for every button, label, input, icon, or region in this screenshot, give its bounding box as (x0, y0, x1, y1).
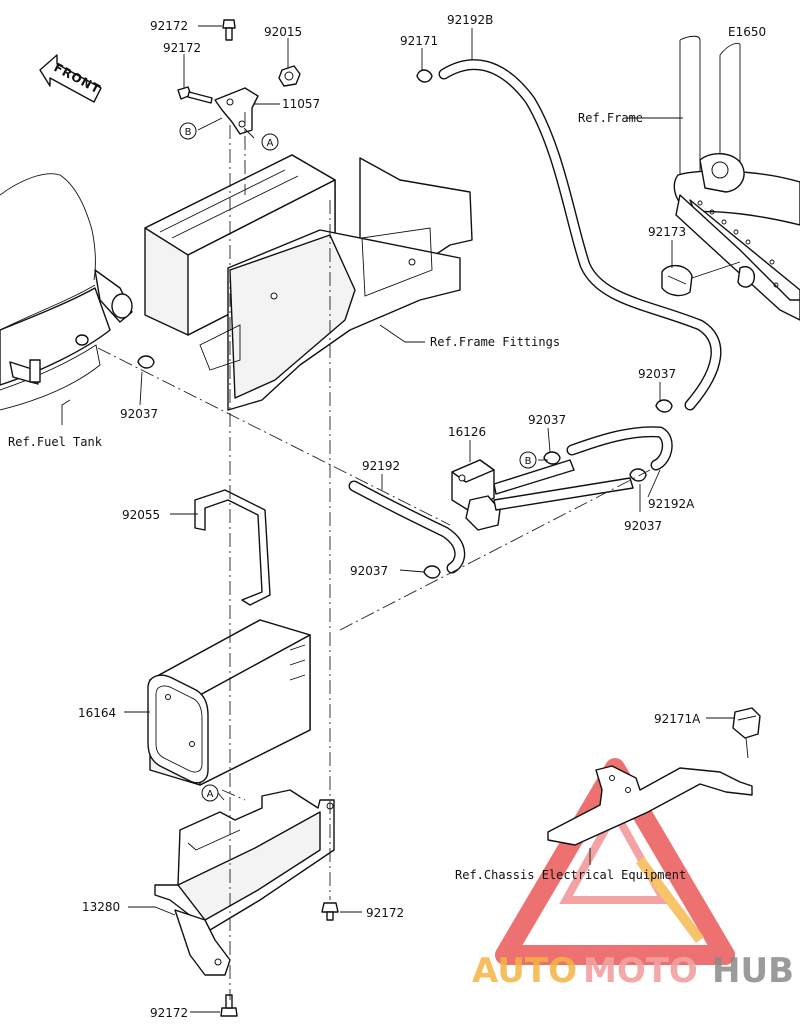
diagram-code: E1650 (728, 25, 766, 39)
part-label-92171: 92171 (400, 34, 438, 48)
leader-lines (61, 25, 735, 1013)
part-label-92172-lower: 92172 (366, 906, 404, 920)
marker-a-top: A (261, 133, 279, 151)
part-label-92192b: 92192B (447, 13, 493, 27)
frame-drawing (673, 35, 800, 321)
marker-b-top: B (179, 122, 197, 140)
hose-92192b-drawing (438, 59, 722, 411)
solenoid-valve-16126-drawing (451, 459, 634, 531)
part-label-92171a: 92171A (654, 712, 701, 726)
part-label-92172-bottom: 92172 (150, 1006, 188, 1020)
part-label-92172-b: 92172 (163, 41, 201, 55)
part-label-92173: 92173 (648, 225, 686, 239)
part-label-92037-mid: 92037 (528, 413, 566, 427)
part-label-92192: 92192 (362, 459, 400, 473)
part-label-92015: 92015 (264, 25, 302, 39)
part-label-92055: 92055 (122, 508, 160, 522)
hose-92192a-drawing (566, 426, 673, 471)
part-label-92037-low: 92037 (350, 564, 388, 578)
chassis-electrical-bracket-drawing (547, 707, 761, 846)
svg-text:A: A (207, 789, 214, 800)
hose-92192-drawing (348, 480, 466, 574)
part-label-92172-top: 92172 (150, 19, 188, 33)
part-label-92037-right-top: 92037 (638, 367, 676, 381)
ref-chassis-electrical-label: Ref.Chassis Electrical Equipment (455, 868, 686, 882)
svg-text:A: A (267, 138, 274, 149)
part-label-92037-right-low: 92037 (624, 519, 662, 533)
marker-b-valve: B (519, 451, 537, 469)
fuel-tank-drawing (0, 173, 133, 411)
part-label-13280: 13280 (82, 900, 120, 914)
frame-fittings-case-drawing (144, 154, 473, 411)
ref-fuel-tank-label: Ref.Fuel Tank (8, 435, 103, 449)
front-arrow-icon: FRONT (39, 54, 103, 103)
automotohub-logo-text: AUTO MOTO HUB (472, 951, 794, 991)
clip-92173-drawing (661, 261, 741, 297)
bracket-11057-drawing (177, 19, 301, 135)
part-label-92037-left: 92037 (120, 407, 158, 421)
logo-hub: HUB (712, 951, 794, 991)
logo-moto: MOTO (583, 951, 698, 991)
svg-text:B: B (525, 456, 532, 467)
bracket-13280-drawing (154, 789, 335, 976)
part-label-11057: 11057 (282, 97, 320, 111)
ref-frame-label: Ref.Frame (578, 111, 643, 125)
bolts-92172-lower-drawing (220, 902, 339, 1017)
canister-16164-drawing (147, 619, 311, 786)
svg-text:B: B (185, 127, 192, 138)
automotohub-watermark (495, 758, 735, 965)
part-label-16164: 16164 (78, 706, 116, 720)
marker-a-bottom: A (201, 784, 219, 802)
band-92055-drawing (194, 489, 271, 606)
alignment-lines (97, 112, 651, 1000)
ref-frame-fittings-label: Ref.Frame Fittings (430, 335, 560, 349)
part-label-16126: 16126 (448, 425, 486, 439)
part-label-92192a: 92192A (648, 497, 695, 511)
hose-clamps-92037-drawing (137, 69, 673, 579)
logo-auto: AUTO (472, 951, 577, 991)
